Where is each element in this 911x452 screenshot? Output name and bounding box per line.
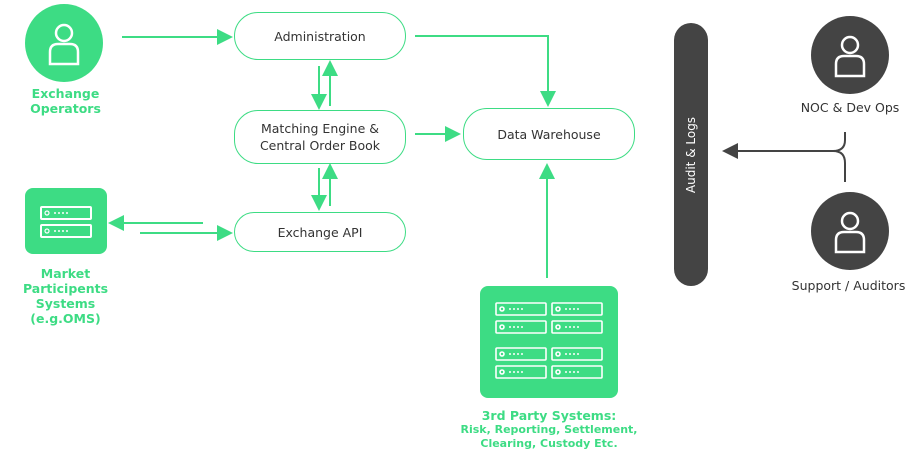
administration-label: Administration [274,28,366,44]
third-party-line2: Clearing, Custody Etc. [480,437,618,450]
support-auditors-label: Support / Auditors [791,278,906,293]
exchange-api-node: Exchange API [234,212,406,252]
exchange-operators-label: Exchange Operators [30,86,101,116]
matching-engine-label-line2: Central Order Book [259,138,381,153]
third-party-label: 3rd Party Systems: Risk, Reporting, Sett… [455,408,643,451]
noc-dev-ops-label: NOC & Dev Ops [800,100,900,115]
matching-engine-label-line1: Matching Engine & [260,121,379,136]
market-participants-label-line1: Market Participents [22,266,109,296]
administration-node: Administration [234,12,406,60]
server-rack-icon [495,302,603,379]
person-icon [48,23,80,66]
market-participants-label-line2: Systems (e.g.OMS) [30,296,101,326]
third-party-title: 3rd Party Systems: [481,408,617,423]
person-icon [834,35,866,78]
noc-dev-ops-avatar [811,16,889,94]
data-warehouse-label: Data Warehouse [497,126,601,142]
audit-logs-label: Audit & Logs [684,116,698,193]
exchange-api-label: Exchange API [277,224,363,240]
support-auditors-avatar [811,192,889,270]
connector-support-branch [832,150,846,182]
third-party-line1: Risk, Reporting, Settlement, [460,423,638,436]
person-icon [834,211,866,254]
market-participants-label: Market Participents Systems (e.g.OMS) [0,266,131,326]
audit-logs-bar: Audit & Logs [674,23,708,286]
arrow-admin-to-warehouse [415,35,556,107]
server-rack-icon [40,206,92,238]
third-party-systems-server [480,286,618,398]
market-participants-server [25,188,107,254]
matching-engine-node: Matching Engine & Central Order Book [234,110,406,164]
data-warehouse-node: Data Warehouse [463,108,635,160]
exchange-operators-avatar [25,4,103,82]
arrow-noc-support-to-audit [722,132,846,159]
